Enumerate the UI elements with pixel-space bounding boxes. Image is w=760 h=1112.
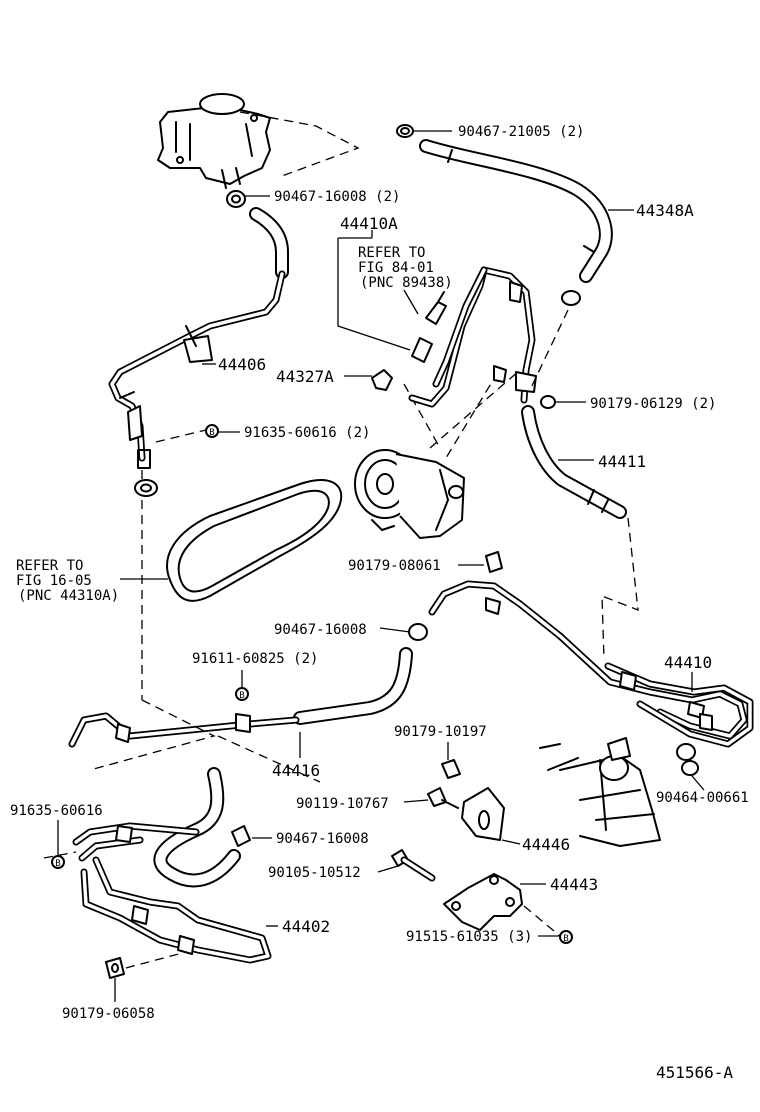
- label-90467-21005: 90467-21005 (2): [458, 124, 584, 140]
- bracket-44446: [461, 787, 505, 841]
- label-44406: 44406: [218, 355, 266, 374]
- suction-hose-lower: [153, 767, 241, 888]
- refer-note-84-line1: REFER TO: [358, 245, 425, 261]
- svg-text:B: B: [209, 428, 214, 438]
- label-90179-08061: 90179-08061: [348, 558, 441, 574]
- oil-cooler-pipe-44402: [72, 822, 272, 964]
- bolt-90119-10767: [427, 787, 459, 809]
- label-90467-16008-lower: 90467-16008: [276, 831, 369, 847]
- bolt-marker-91611: B: [235, 687, 249, 701]
- label-91635-60616-2: 91635-60616 (2): [244, 425, 370, 441]
- pressure-switch-assembly: [411, 291, 447, 363]
- refer-note-16-line1: REFER TO: [16, 558, 83, 574]
- steering-gear-box: [539, 737, 661, 847]
- hose-clamp-90467-16008-upper: [226, 190, 246, 208]
- svg-text:B: B: [239, 691, 244, 701]
- part-labels: 90467-21005 (2) 44348A 90467-16008 (2) 4…: [10, 124, 749, 1082]
- label-91635-60616: 91635-60616: [10, 803, 103, 819]
- label-90105-10512: 90105-10512: [268, 865, 361, 881]
- label-91611-60825: 91611-60825 (2): [192, 651, 318, 667]
- label-44443: 44443: [550, 875, 598, 894]
- bolt-marker-91515: B: [559, 930, 573, 944]
- label-44446: 44446: [522, 835, 570, 854]
- v-ribbed-belt: [166, 479, 343, 602]
- bolt-marker-91635-lower: B: [51, 855, 65, 869]
- pressure-hose-44411: [521, 405, 627, 519]
- label-90467-16008-2: 90467-16008 (2): [274, 189, 400, 205]
- refer-note-84-line2: FIG 84-01: [358, 260, 434, 276]
- label-90467-16008-mid: 90467-16008: [274, 622, 367, 638]
- label-44416: 44416: [272, 761, 320, 780]
- nut-90179-10197: [441, 759, 461, 779]
- hose-clamp-lower-left: [134, 479, 158, 497]
- label-44402: 44402: [282, 917, 330, 936]
- nut-90179-08061: [485, 551, 503, 573]
- refer-note-16-line3: (PNC 44310A): [18, 588, 119, 604]
- label-90464-00661: 90464-00661: [656, 790, 749, 806]
- clamp-44327A: [371, 369, 393, 391]
- svg-text:B: B: [55, 859, 60, 869]
- hose-clamp-90467-16008-lower: [231, 825, 251, 847]
- label-44411: 44411: [598, 452, 646, 471]
- nut-90179-06058: [105, 957, 125, 979]
- label-90179-06129: 90179-06129 (2): [590, 396, 716, 412]
- figure-id: 451566-A: [656, 1063, 733, 1082]
- refer-note-84-line3: (PNC 89438): [360, 275, 453, 291]
- svg-text:B: B: [563, 934, 568, 944]
- label-91515-61035: 91515-61035 (3): [406, 929, 532, 945]
- return-hose-44416: [68, 647, 413, 748]
- reservoir-tank: [157, 93, 271, 189]
- power-steering-pump: [354, 449, 465, 539]
- leader-lines: [57, 130, 705, 1002]
- hose-clamp-44348A-end: [561, 290, 581, 306]
- nut-90179-06129: [540, 395, 556, 409]
- label-44327A: 44327A: [276, 367, 334, 386]
- clamp-90464-00661: [676, 743, 699, 776]
- bolt-90105-10512: [391, 849, 436, 882]
- suction-pipe-44406: [108, 207, 289, 469]
- label-44410A: 44410A: [340, 214, 398, 233]
- bracket-44443: [443, 873, 523, 931]
- bolt-marker-upper: B: [205, 424, 219, 438]
- hose-clamp-90467-16008-mid: [408, 623, 428, 641]
- label-44348A: 44348A: [636, 201, 694, 220]
- pressure-tube-upper: [408, 266, 537, 408]
- label-44410: 44410: [664, 653, 712, 672]
- hose-clamp-90467-21005: [396, 124, 414, 138]
- refer-note-16-line2: FIG 16-05: [16, 573, 92, 589]
- pressure-tube-44410-mid: [428, 580, 754, 748]
- label-90179-06058: 90179-06058: [62, 1006, 155, 1022]
- return-hose-44348A: [419, 139, 613, 283]
- label-90119-10767: 90119-10767: [296, 796, 389, 812]
- label-90179-10197: 90179-10197: [394, 724, 487, 740]
